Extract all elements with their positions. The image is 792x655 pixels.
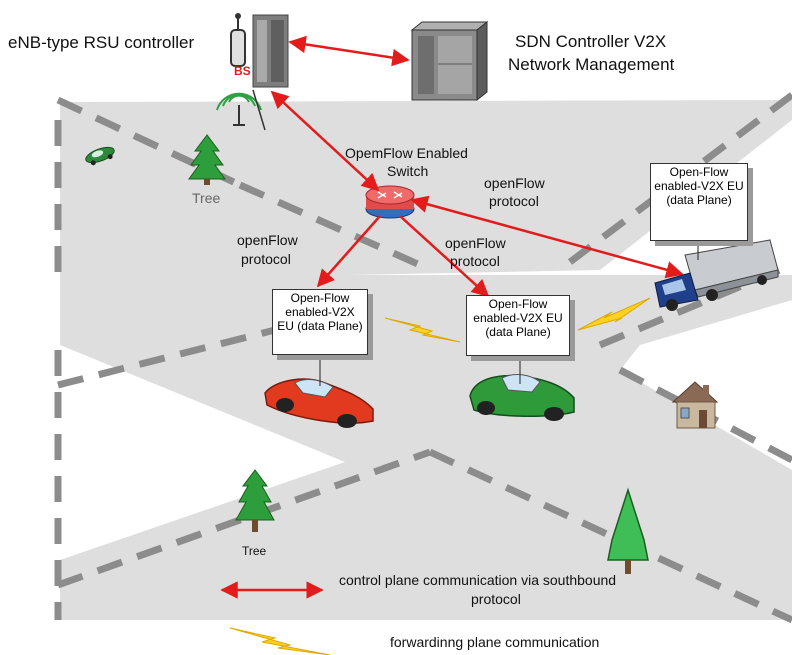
- house-icon: [671, 381, 719, 429]
- box-connector-lines: [319, 242, 699, 386]
- openflow-protocol-label-right-line2: protocol: [489, 193, 539, 209]
- tree-label-top: Tree: [192, 190, 221, 206]
- tree-icon: [607, 487, 649, 574]
- legend-forwarding-label: forwardinng plane communication: [390, 634, 600, 650]
- tree-label-bottom: Tree: [242, 544, 267, 558]
- arrow-switch-to-truck: [410, 195, 684, 279]
- legend-forwarding-bolt: [229, 627, 331, 655]
- lane-line-upper-diagonal: [238, 181, 422, 269]
- lane-line-bottom-right-diagonal: [428, 448, 792, 624]
- arrow-rsu-to-switch: [270, 90, 380, 192]
- switch-label-line1: OpemFlow Enabled: [345, 145, 468, 161]
- arrow-rsu-to-sdn: [288, 35, 410, 67]
- sdn-controller-server-icon: [410, 20, 489, 102]
- eu-box-red-car: Open-Flow enabled-V2X EU (data Plane): [272, 289, 368, 355]
- eu-box-truck: Open-Flow enabled-V2X EU (data Plane): [650, 163, 748, 241]
- sdn-controller-label-line2: Network Management: [508, 55, 675, 74]
- road-area: [60, 100, 792, 620]
- control-plane-arrows: [220, 35, 684, 599]
- tree-icon: [188, 134, 226, 185]
- arrow-switch-to-red-car: [316, 215, 381, 288]
- openflow-protocol-label-left-line2: protocol: [241, 251, 291, 267]
- lane-line-bottom-left-diagonal: [56, 448, 432, 589]
- tree-icon: [235, 469, 275, 532]
- legend-control-label-line2: protocol: [471, 591, 521, 607]
- forwarding-bolt-left: [384, 317, 461, 343]
- truck-icon: [654, 239, 779, 311]
- crossroad-main: [60, 275, 792, 620]
- lane-line-left-diagonal: [57, 326, 276, 389]
- sdn-controller-label-line1: SDN Controller V2X: [515, 32, 667, 51]
- rsu-controller-label: eNB-type RSU controller: [8, 33, 195, 52]
- lane-line-top-left: [56, 96, 242, 189]
- green-car-icon: [469, 374, 575, 421]
- red-car-icon: [264, 378, 374, 428]
- openflow-protocol-label-left-line1: openFlow: [237, 232, 298, 248]
- small-car-icon: [85, 146, 115, 166]
- openflow-switch-icon: [365, 185, 415, 219]
- forwarding-bolt-right: [577, 297, 651, 331]
- switch-label-line2: Switch: [387, 163, 429, 179]
- openflow-protocol-label-right-line1: openFlow: [484, 175, 545, 191]
- arrow-switch-to-green-car: [399, 215, 490, 298]
- openflow-protocol-label-mid-line2: protocol: [450, 253, 500, 269]
- legend-control-label-line1: control plane communication via southbou…: [339, 572, 617, 588]
- rsu-base-station-icon: [216, 13, 289, 131]
- openflow-protocol-label-mid-line1: openFlow: [445, 235, 506, 251]
- eu-box-green-car: Open-Flow enabled-V2X EU (data Plane): [466, 295, 570, 356]
- bs-label: BS: [234, 64, 251, 78]
